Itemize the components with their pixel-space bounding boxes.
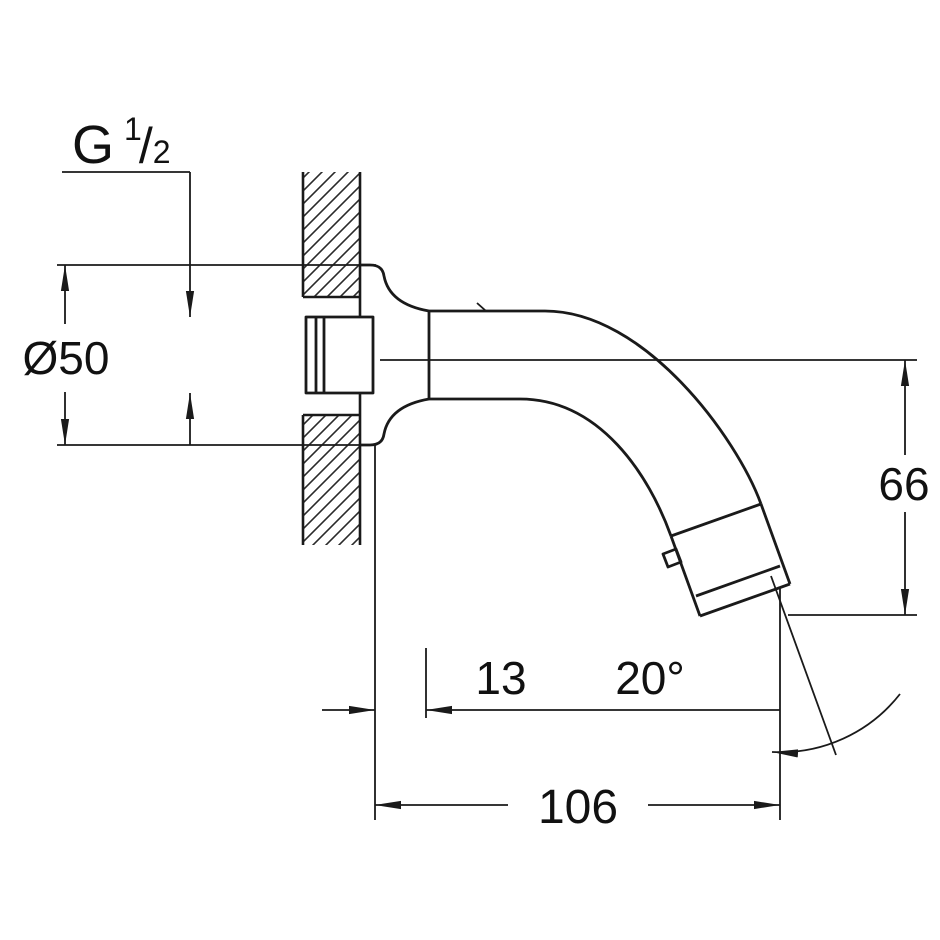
dim-label-outlet-height: 66 [878, 458, 929, 510]
spout-axis-line [770, 575, 837, 756]
thread-label-separator: / [139, 118, 153, 174]
thread-label-denominator: 2 [153, 134, 171, 170]
supply-pipe-thread [304, 315, 375, 395]
wall-hatch-upper [303, 172, 360, 297]
spout-tip [661, 502, 792, 618]
angle-arc [771, 693, 901, 758]
dim-label-spout-reach: 106 [538, 781, 618, 834]
dim-label-flange-diameter: Ø50 [23, 332, 110, 384]
wall-hatch-lower [303, 415, 360, 545]
wall-section [301, 172, 362, 545]
spout-parting-mark [476, 302, 487, 312]
aerator-nub [661, 547, 683, 569]
dim-label-outlet-angle: 20° [615, 652, 685, 704]
thread-label-numerator: 1 [124, 111, 142, 147]
dimension-lines [57, 171, 917, 820]
spout-body [429, 302, 763, 537]
wall-flange [360, 263, 431, 447]
faucet-outline [304, 263, 792, 618]
thread-label-prefix: G [72, 115, 114, 175]
dim-label-wall-offset: 13 [475, 652, 526, 704]
